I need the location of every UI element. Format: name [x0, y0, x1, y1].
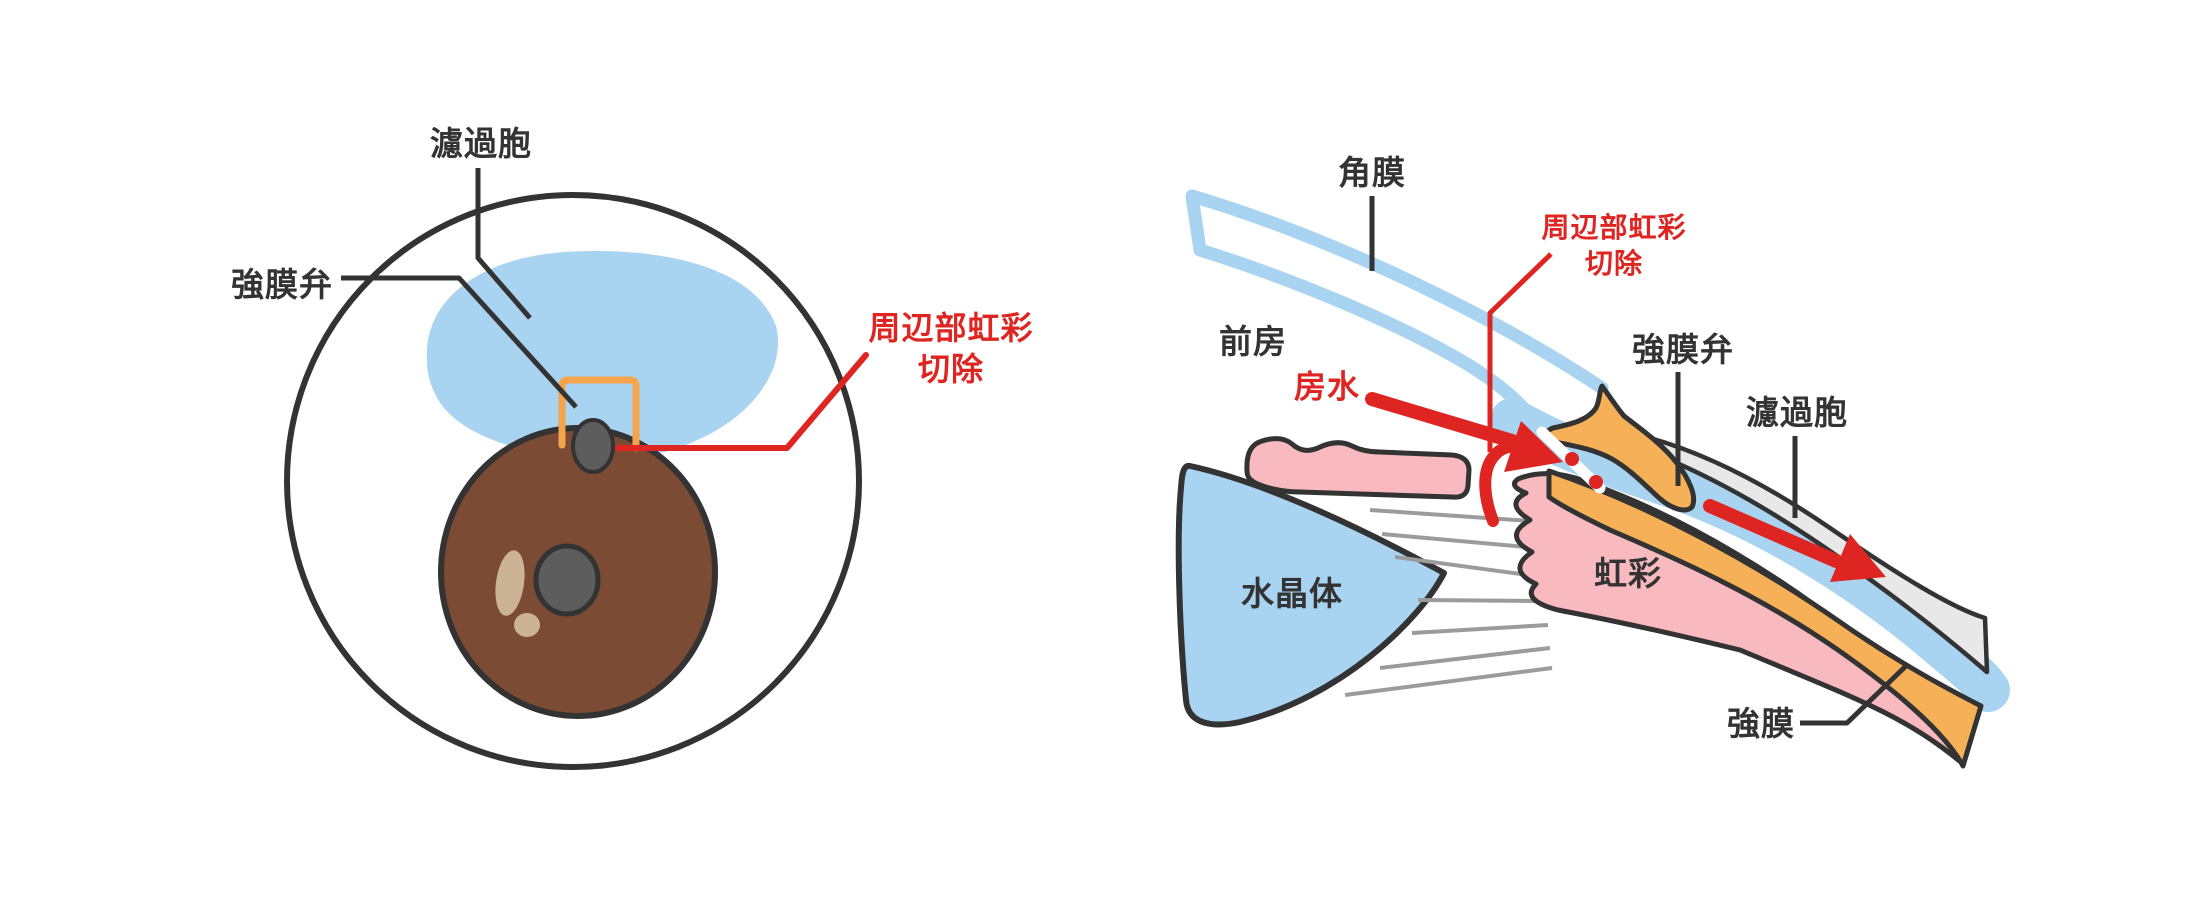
- scleral-flap-box: [558, 376, 640, 452]
- bleb-flow-arrow-head: [1830, 534, 1886, 582]
- iris-highlight-large: [495, 550, 525, 616]
- label-left-bleb: 濾過胞: [430, 124, 532, 162]
- cornea-end-cap: [1185, 189, 1207, 257]
- iris-highlight-small: [514, 613, 540, 637]
- iridectomy-leader-red-right: [1487, 252, 1553, 452]
- label-aqueous-humor: 房水: [1293, 368, 1361, 405]
- iridectomy-notch: [571, 418, 615, 474]
- label-left-iridectomy-line2: 切除: [917, 350, 985, 387]
- bleb-flow-arrow-shaft: [1703, 499, 1843, 568]
- bleb-leader-left: [475, 168, 532, 320]
- iridectomy-leader-red-left: [615, 352, 869, 451]
- eye-front-view: [284, 168, 869, 770]
- label-right-bleb: 濾過胞: [1746, 393, 1848, 431]
- conjunctiva-band: [1647, 435, 1990, 675]
- pupil: [533, 543, 601, 617]
- label-left-scleral-flap: 強膜弁: [231, 265, 333, 303]
- label-anterior-chamber: 前房: [1219, 322, 1287, 360]
- label-left-iridectomy-line1: 周辺部虹彩: [868, 310, 1034, 346]
- label-cornea: 角膜: [1338, 153, 1406, 191]
- label-left-iridectomy: 周辺部虹彩 切除: [868, 308, 1033, 390]
- label-sclera: 強膜: [1727, 704, 1795, 742]
- cornea-outer-edge: [1185, 189, 1609, 395]
- scleral-flap-cross-section: [1543, 383, 1697, 513]
- scleral-flap-leader-left: [341, 275, 578, 409]
- label-iris: 虹彩: [1594, 554, 1662, 592]
- aqueous-arrow-head: [1504, 421, 1563, 472]
- sclera-leader: [1800, 662, 1910, 726]
- posterior-flow-curved-arrow: [1479, 440, 1533, 527]
- label-lens: 水晶体: [1241, 574, 1343, 612]
- iris-cut-edge-dot-2: [1589, 475, 1603, 489]
- label-right-iridectomy-line2: 切除: [1584, 247, 1644, 279]
- iris-cross-section: [1244, 436, 1472, 500]
- limbus-cross-section: [1175, 189, 2010, 769]
- iris-cut-edge-dot-1: [1565, 452, 1579, 466]
- sclera-band: [1546, 468, 1984, 769]
- label-right-iridectomy-line1: 周辺部虹彩: [1541, 212, 1687, 243]
- lens-shape: [1175, 462, 1447, 728]
- label-right-iridectomy: 周辺部虹彩 切除: [1541, 210, 1686, 282]
- label-right-scleral-flap: 強膜弁: [1632, 330, 1734, 368]
- zonule-fibers: [1344, 508, 1553, 697]
